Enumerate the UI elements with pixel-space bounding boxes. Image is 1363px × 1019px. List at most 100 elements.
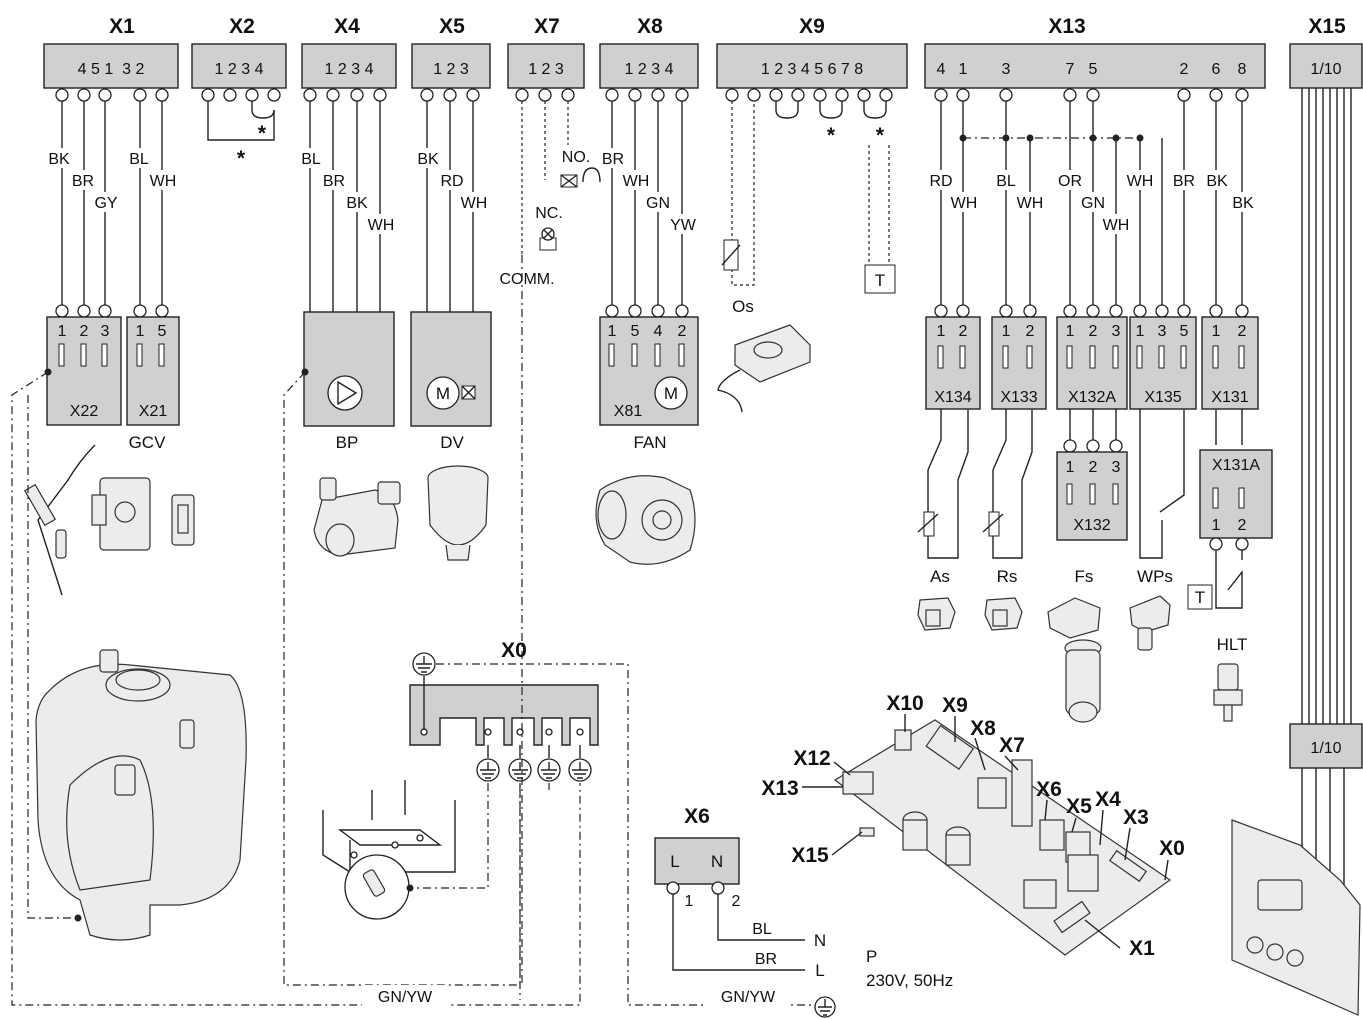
wire-x1-br: BR (72, 173, 94, 190)
block-x5: 1 2 3 (411, 43, 491, 89)
x131-label: X131 (1211, 389, 1248, 406)
sensor-as (917, 409, 969, 559)
wire-x13-wh4: WH (1127, 173, 1154, 190)
power-label: P (866, 947, 877, 966)
x6-pin-l: L (670, 852, 679, 871)
wire-x8-br: BR (602, 151, 624, 168)
pins-x7: 1 2 3 (528, 61, 564, 78)
x6-pin-n: N (711, 852, 723, 871)
block-x15: 1/10 (1289, 43, 1363, 89)
wire-x13-wh2: WH (1017, 195, 1044, 212)
wire-x13-wh3: WH (1103, 217, 1130, 234)
header-x1: X1 (109, 15, 135, 38)
connector-x132a: 1 2 3 X132A (1056, 316, 1128, 410)
connector-x131a: X131A 1 2 T (1187, 409, 1273, 610)
label-bp: BP (336, 433, 359, 452)
wire-x4-bl: BL (301, 151, 321, 168)
pins-x15: 1/10 (1310, 61, 1341, 78)
pin-x13-1: 1 (959, 61, 968, 78)
x6-num-2: 2 (732, 893, 741, 910)
outdoor-sensor-picture (717, 324, 811, 413)
pins-x15-lower: 1/10 (1310, 740, 1341, 757)
block-x1: 4 5 1 3 2 (43, 43, 179, 89)
wire-x5-rd: RD (440, 173, 463, 190)
x132-label: X132 (1073, 517, 1110, 534)
x81-pin-4: 4 (654, 323, 663, 340)
rs-picture (984, 597, 1023, 631)
x22-pin-1: 1 (58, 323, 67, 340)
wire-x13-or: OR (1058, 173, 1082, 190)
wire-x1-gy: GY (94, 195, 117, 212)
x134-pin-1: 1 (937, 323, 946, 340)
boiler-frame-picture (322, 780, 456, 920)
dv-motor-m: M (436, 384, 450, 403)
x7-no: NO. (562, 149, 590, 166)
valve-dv: M (410, 311, 492, 427)
label-as: As (930, 567, 950, 586)
pin-x13-4: 4 (937, 61, 946, 78)
ground-bar-x0 (409, 676, 599, 758)
wires-x1: BK BR GY BL WH (44, 101, 180, 318)
wire-x13-bk1: BK (1206, 173, 1228, 190)
pin-x13-2: 2 (1180, 61, 1189, 78)
pcb-label-x12: X12 (793, 747, 830, 770)
block-x7: 1 2 3 (507, 43, 585, 89)
wires-x7: NO. NC. COMM. (499, 101, 601, 288)
switch-wps (1139, 409, 1185, 559)
x133-label: X133 (1000, 389, 1037, 406)
x131a-pin-1: 1 (1212, 517, 1221, 534)
hlt-thermostat-t: T (1195, 588, 1205, 607)
dv-picture (427, 465, 489, 561)
x9-thermostat-t: T (875, 271, 885, 290)
x81-label: X81 (614, 403, 643, 420)
wires-x9: Os * * T (721, 101, 896, 316)
label-dv: DV (440, 433, 464, 452)
x132-pin-1: 1 (1066, 459, 1075, 476)
wire-x13-gn: GN (1081, 195, 1105, 212)
burner-on-icon (560, 167, 601, 188)
label-fan: FAN (633, 433, 666, 452)
pump-bp (303, 311, 395, 427)
x132a-label: X132A (1068, 389, 1116, 406)
label-os: Os (732, 297, 754, 316)
x131a-label: X131A (1212, 457, 1260, 474)
x7-nc: NC. (535, 205, 563, 222)
x135-pin-1: 1 (1136, 323, 1145, 340)
pins-x4: 1 2 3 4 (325, 61, 374, 78)
pins-x2: 1 2 3 4 (215, 61, 264, 78)
wire-x1-bk: BK (48, 151, 70, 168)
x132-pin-3: 3 (1112, 459, 1121, 476)
ground-wire-label-2: GN/YW (721, 989, 776, 1006)
wire-x5-wh: WH (461, 195, 488, 212)
label-wps: WPs (1137, 567, 1173, 586)
asterisk-x9b: * (876, 124, 885, 147)
x133-pin-1: 1 (1002, 323, 1011, 340)
x15-ribbon-cable: 1/10 (1289, 88, 1363, 900)
pcb-label-x0: X0 (1159, 837, 1185, 860)
sensor-rs (982, 409, 1033, 559)
wire-x1-bl: BL (129, 151, 149, 168)
label-rs: Rs (997, 567, 1018, 586)
x134-pin-2: 2 (959, 323, 968, 340)
x2-jumpers: * * (207, 101, 275, 170)
ground-wire-label-1: GN/YW (378, 989, 433, 1006)
header-x9: X9 (799, 15, 825, 38)
wire-x4-br: BR (323, 173, 345, 190)
x21-label: X21 (139, 403, 168, 420)
block-x13: 4 1 3 7 5 2 6 8 (924, 43, 1266, 89)
power-spec: 230V, 50Hz (866, 971, 953, 990)
block-x2: 1 2 3 4 (191, 43, 287, 89)
connector-x22: 1 2 3 X22 (46, 316, 122, 426)
x132a-pin-3: 3 (1112, 323, 1121, 340)
asterisk-x9a: * (827, 124, 836, 147)
burner-unit-picture (35, 649, 247, 941)
pin-x13-6: 6 (1212, 61, 1221, 78)
connector-x81: 1 5 4 2 X81 M (599, 316, 699, 426)
pcb-label-x15: X15 (791, 844, 829, 867)
header-x4: X4 (334, 15, 360, 38)
as-picture (917, 597, 956, 631)
wires-x5: BK RD WH (413, 101, 492, 312)
pins-x5: 1 2 3 (433, 61, 469, 78)
x131-pin-1: 1 (1212, 323, 1221, 340)
